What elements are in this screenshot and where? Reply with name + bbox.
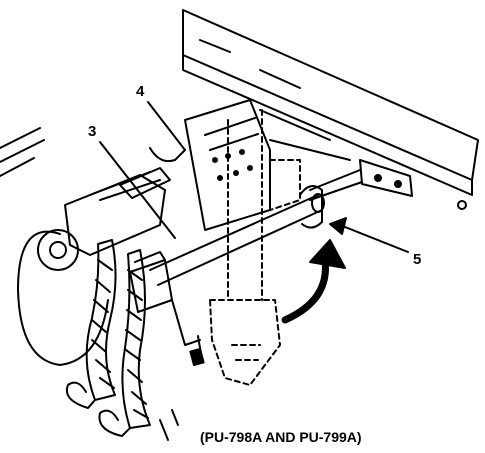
leader-line-5: [339, 224, 409, 253]
retaining-clip: [299, 185, 323, 229]
coupler-body: [64, 174, 166, 256]
callout-number-3: 3: [88, 123, 97, 140]
leader-line-3: [99, 141, 176, 239]
jack-gearbox: [129, 259, 173, 313]
frame-bracket: [359, 159, 413, 197]
safety-chain-left: [85, 239, 117, 401]
hook-right: [98, 409, 131, 437]
model-caption: (PU-798A AND PU-799A): [200, 429, 362, 445]
safety-chain-right: [121, 249, 151, 429]
hook-left: [66, 381, 96, 409]
electrical-cable: [17, 230, 109, 366]
callout-number-5: 5: [413, 251, 422, 268]
leader-line-4: [147, 101, 186, 151]
crank-shaft: [149, 194, 323, 286]
adjacent-object-fragment: [0, 127, 45, 177]
drawbar-mount-block: [184, 99, 271, 231]
callout-number-4: 4: [136, 83, 145, 100]
support-leg-dashed: [209, 109, 301, 386]
rotation-arrow: [281, 256, 329, 324]
arrow-head-5: [329, 217, 347, 235]
